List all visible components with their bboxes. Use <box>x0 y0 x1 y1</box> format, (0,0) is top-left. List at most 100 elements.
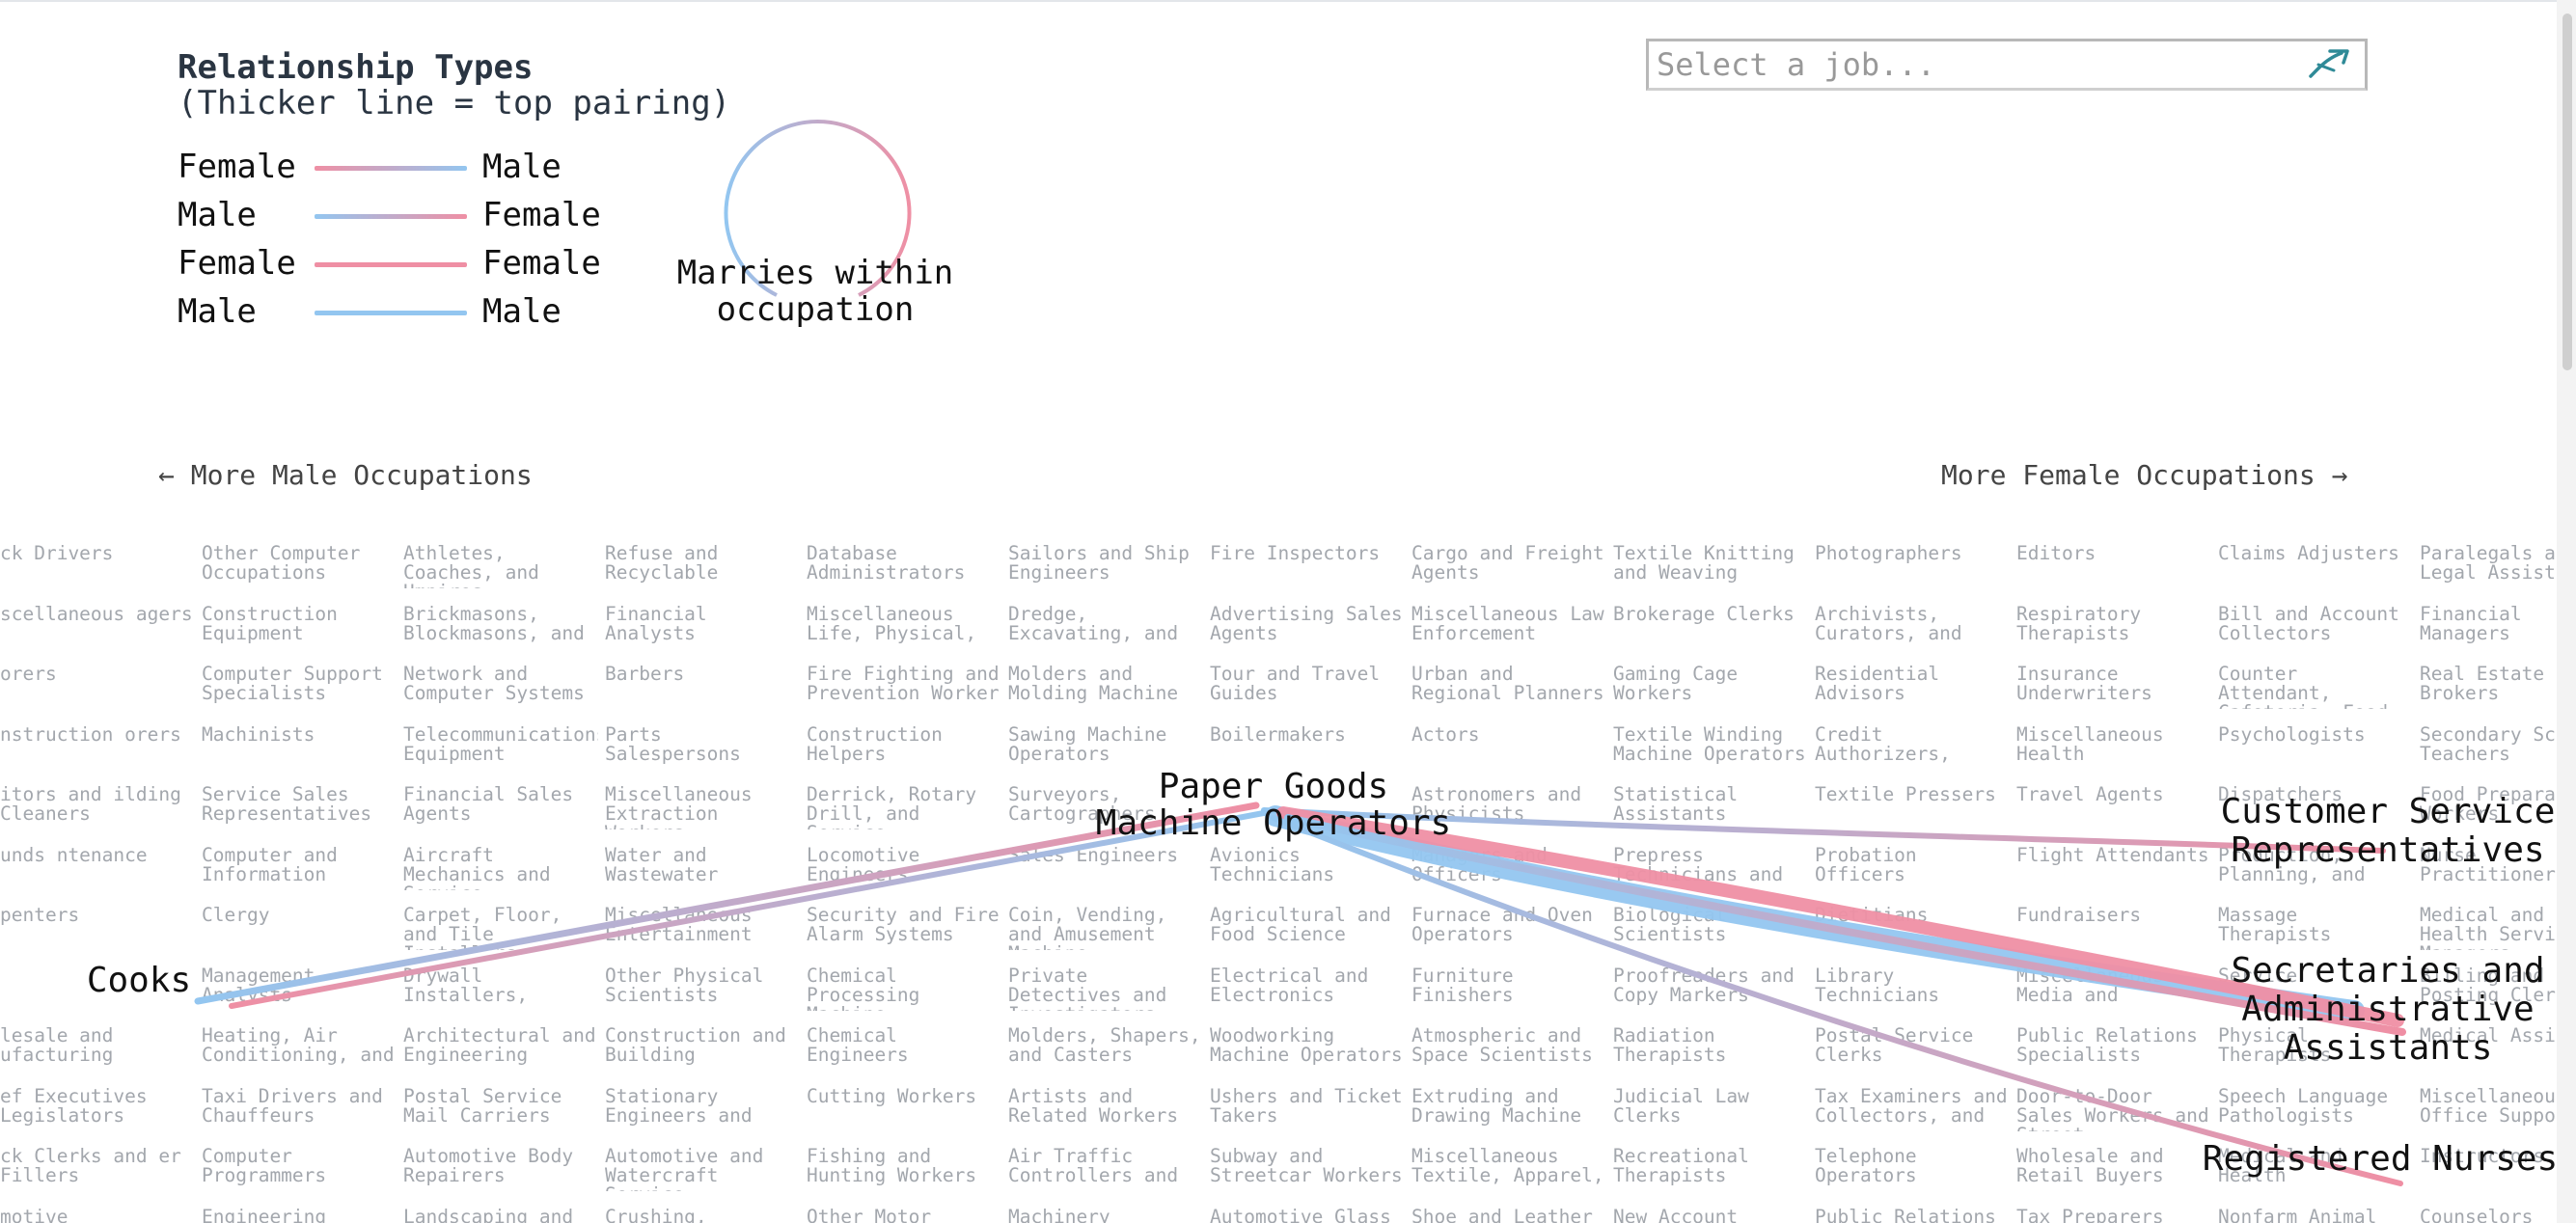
occupation-item[interactable]: Textile Winding Machine Operators <box>1613 724 1806 765</box>
occupation-item[interactable]: scellaneous agers <box>0 604 193 625</box>
occupation-item[interactable]: Machinery <box>1008 1207 1110 1223</box>
occupation-item[interactable]: Subway and Streetcar Workers <box>1210 1147 1403 1186</box>
occupation-item[interactable]: Fire Fighting and Prevention Worker <box>807 665 1000 704</box>
occupation-item[interactable]: Water and Wastewater <box>605 845 719 885</box>
occupation-item[interactable]: Electrical and Electronics <box>1210 965 1369 1006</box>
occupation-item[interactable]: New Account Clerks <box>1613 1207 1739 1223</box>
occupation-item[interactable]: motive <box>0 1207 69 1223</box>
occupation-item[interactable]: Aircraft Mechanics and Service <box>403 845 551 890</box>
occupation-item[interactable]: Miscellaneous Media and <box>2016 965 2164 1006</box>
occupation-item[interactable]: orers <box>0 665 57 685</box>
occupation-item[interactable]: Secondary School Teachers <box>2420 724 2576 765</box>
occupation-item[interactable]: Probation Officers <box>1815 845 1917 885</box>
occupation-item[interactable]: Machinists <box>202 724 315 746</box>
occupation-item[interactable]: Boilermakers <box>1210 724 1346 746</box>
occupation-item[interactable]: Extruding and Drawing Machine <box>1411 1086 1582 1127</box>
occupation-item[interactable]: Billing and Posting Clerks <box>2420 965 2576 1006</box>
node-customer-service-representatives[interactable]: Customer Service Representatives <box>2220 792 2556 870</box>
occupation-item[interactable]: Tour and Travel Guides <box>1210 665 1381 704</box>
occupation-item[interactable]: Financial Analysts <box>605 604 707 644</box>
occupation-item[interactable]: Wholesale and Retail Buyers <box>2016 1147 2164 1186</box>
occupation-item[interactable]: Photographers <box>1815 544 1962 564</box>
occupation-item[interactable]: Miscellaneous Extraction Workers <box>605 785 753 829</box>
occupation-item[interactable]: Shoe and Leather <box>1411 1207 1593 1223</box>
occupation-item[interactable]: Computer and Information <box>202 845 338 885</box>
occupation-item[interactable]: Ushers and Ticket Takers <box>1210 1086 1403 1127</box>
occupation-item[interactable]: Miscellaneous Health <box>2016 724 2164 765</box>
occupation-item[interactable]: Brickmasons, Blockmasons, and <box>403 604 585 644</box>
occupation-item[interactable]: Sales Engineers <box>1008 845 1179 866</box>
occupation-item[interactable]: Taxi Drivers and Chauffeurs <box>202 1086 383 1127</box>
occupation-item[interactable]: Dredge, Excavating, and <box>1008 604 1179 644</box>
occupation-item[interactable]: Prepress Technicians and <box>1613 845 1784 885</box>
occupation-item[interactable]: Furnace and Oven Operators <box>1411 906 1593 945</box>
node-registered-nurses[interactable]: Registered Nurses <box>2202 1139 2559 1179</box>
occupation-item[interactable]: Gaming Cage Workers <box>1613 665 1739 704</box>
occupation-item[interactable]: Security and Fire Alarm Systems <box>807 906 1000 945</box>
occupation-item[interactable]: Network and Computer Systems <box>403 665 585 704</box>
occupation-item[interactable]: Real Estate Brokers <box>2420 665 2545 704</box>
occupation-item[interactable]: Food Preparation Workers <box>2420 785 2576 825</box>
occupation-item[interactable]: Crushing, <box>605 1207 707 1223</box>
occupation-item[interactable]: Biological Scientists <box>1613 906 1727 945</box>
occupation-item[interactable]: itors and ilding Cleaners <box>0 785 181 825</box>
occupation-item[interactable]: Counselors <box>2420 1207 2534 1223</box>
occupation-item[interactable]: Bill and Account Collectors <box>2218 604 2399 644</box>
occupation-item[interactable]: Editors <box>2016 544 2096 564</box>
occupation-item[interactable]: Woodworking Machine Operators <box>1210 1026 1403 1066</box>
occupation-item[interactable]: Residential Advisors <box>1815 665 1940 704</box>
occupation-item[interactable]: Database Administrators <box>807 544 966 584</box>
occupation-item[interactable]: Tax Preparers <box>2016 1207 2164 1223</box>
occupation-item[interactable]: ef Executives Legislators <box>0 1086 148 1127</box>
occupation-item[interactable]: Management Analysts <box>202 965 315 1006</box>
occupation-item[interactable]: Dispatchers <box>2218 785 2343 805</box>
occupation-item[interactable]: Computer Support Specialists <box>202 665 383 704</box>
occupation-item[interactable]: Landscaping and <box>403 1207 574 1223</box>
node-cooks[interactable]: Cooks <box>86 961 192 1000</box>
occupation-item[interactable]: Telephone Operators <box>1815 1147 1917 1186</box>
occupation-item[interactable]: Psychologists <box>2218 724 2366 746</box>
occupation-item[interactable]: Speech Language Pathologists <box>2218 1086 2389 1127</box>
occupation-item[interactable]: Financial Sales Agents <box>403 785 574 825</box>
occupation-item[interactable]: Artists and Related Workers <box>1008 1086 1179 1127</box>
occupation-item[interactable]: penters <box>0 906 80 926</box>
occupation-item[interactable]: Library Technicians <box>1815 965 1940 1006</box>
occupation-item[interactable]: Insurance Underwriters <box>2016 665 2152 704</box>
occupation-item[interactable]: Massage Therapists <box>2218 906 2332 945</box>
occupation-item[interactable]: Flight Attendants <box>2016 845 2209 866</box>
occupation-item[interactable]: Avionics Technicians <box>1210 845 1335 885</box>
occupation-item[interactable]: Nonfarm Animal <box>2218 1207 2377 1223</box>
occupation-item[interactable]: Drywall Installers, <box>403 965 529 1006</box>
occupation-item[interactable]: Fire Inspectors <box>1210 544 1381 564</box>
occupation-item[interactable]: Chemical Engineers <box>807 1026 909 1066</box>
occupation-item[interactable]: Refuse and Recyclable <box>605 544 719 584</box>
occupation-item[interactable]: Medical Assistant <box>2420 1026 2576 1046</box>
occupation-item[interactable]: Instructors <box>2420 1147 2545 1167</box>
occupation-item[interactable]: Tax Examiners and Collectors, and <box>1815 1086 2008 1127</box>
occupation-item[interactable]: Molders, Shapers, and Casters <box>1008 1026 1201 1066</box>
occupation-item[interactable]: Automotive Body Repairers <box>403 1147 574 1186</box>
occupation-item[interactable]: Parts Salespersons <box>605 724 741 765</box>
occupation-item[interactable]: Travel Agents <box>2016 785 2164 805</box>
occupation-item[interactable]: Sawing Machine Operators <box>1008 724 1167 765</box>
occupation-item[interactable]: Private Detectives and Investigators <box>1008 965 1167 1011</box>
occupation-item[interactable]: Other Physical Scientists <box>605 965 764 1006</box>
occupation-item[interactable]: Textile Knitting and Weaving <box>1613 544 1795 584</box>
occupation-item[interactable]: Advertising Sales Agents <box>1210 604 1403 644</box>
occupation-item[interactable]: Counter Attendant, Cafeteria, Food <box>2218 665 2388 709</box>
occupation-item[interactable]: Furniture Finishers <box>1411 965 1514 1006</box>
more-male-occupations-link[interactable]: ← More Male Occupations <box>158 459 533 491</box>
occupation-item[interactable]: Atmospheric and Space Scientists <box>1411 1026 1593 1066</box>
occupation-item[interactable]: Textile Pressers <box>1815 785 1996 805</box>
occupation-item[interactable]: Stationary Engineers and <box>605 1086 753 1127</box>
occupation-item[interactable]: Archivists, Curators, and <box>1815 604 1962 644</box>
occupation-item[interactable]: Air Traffic Controllers and <box>1008 1147 1179 1186</box>
occupation-item[interactable]: Dietitians <box>1815 906 1929 926</box>
occupation-item[interactable]: Carpet, Floor, and Tile Installers <box>403 906 562 950</box>
occupation-item[interactable]: Claims Adjusters <box>2218 544 2399 564</box>
occupation-item[interactable]: Public Relations Specialists <box>2016 1026 2198 1066</box>
occupation-item[interactable]: Engineering <box>202 1207 327 1223</box>
occupation-item[interactable]: Other Computer Occupations <box>202 544 361 584</box>
occupation-item[interactable]: Miscellaneous Office Support <box>2420 1086 2576 1127</box>
occupation-item[interactable]: nstruction orers <box>0 724 181 746</box>
